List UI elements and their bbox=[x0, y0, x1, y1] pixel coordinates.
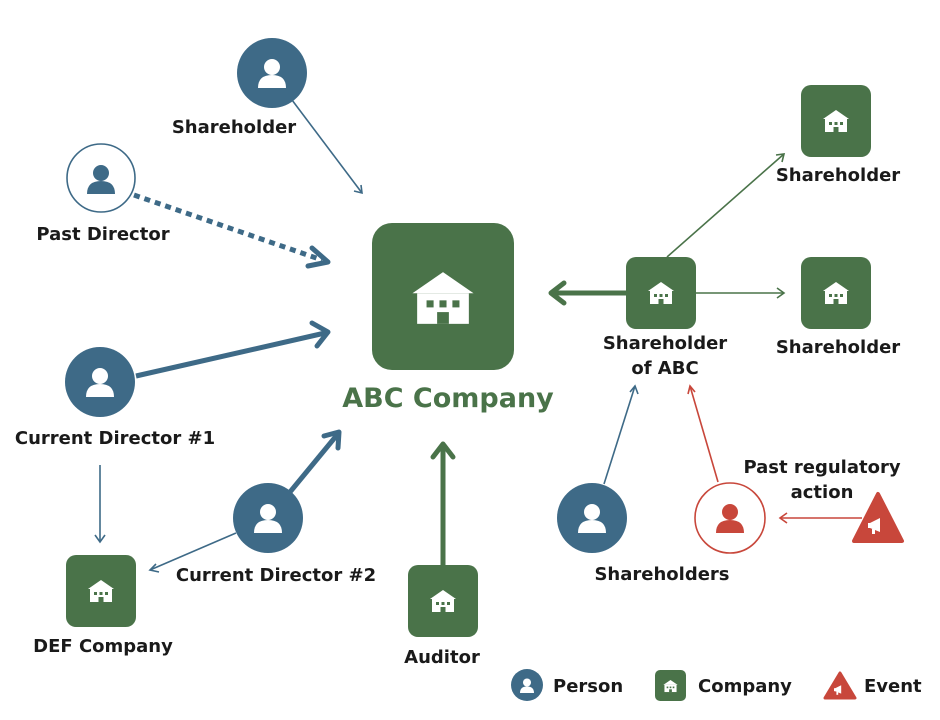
legend-label-person: Person bbox=[553, 676, 623, 697]
edge-past-director-to-abc bbox=[133, 192, 323, 263]
arrowhead bbox=[430, 441, 456, 460]
label-right-shareholder-top: Shareholder bbox=[776, 165, 900, 186]
arrowhead bbox=[778, 512, 788, 524]
label-past-director: Past Director bbox=[36, 224, 169, 245]
arrowhead bbox=[309, 320, 331, 349]
arrowhead bbox=[775, 153, 786, 163]
edge-shareholder-of-abc-to-right-top bbox=[666, 153, 785, 258]
node-past-director bbox=[66, 143, 136, 213]
label-right-shareholder-mid: Shareholder bbox=[776, 337, 900, 358]
node-current-director-1 bbox=[65, 347, 135, 417]
arrowhead bbox=[353, 184, 363, 195]
arrowhead bbox=[629, 384, 639, 395]
edge-regulatory-to-shareholder-of-abc bbox=[689, 385, 719, 483]
arrowhead bbox=[94, 534, 106, 544]
label-current-director-1: Current Director #1 bbox=[15, 428, 215, 449]
label-shareholder-of-abc-line2: of ABC bbox=[631, 358, 698, 379]
megaphone-icon bbox=[868, 518, 880, 534]
edge-current-director-1-to-abc bbox=[135, 330, 326, 379]
arrowhead bbox=[776, 287, 786, 299]
node-right-shareholder-mid bbox=[801, 257, 871, 329]
node-shareholders bbox=[557, 483, 627, 553]
label-past-regulatory-line1: Past regulatory bbox=[743, 457, 900, 478]
arrowhead bbox=[305, 245, 331, 269]
legend: Person Company Event bbox=[511, 669, 922, 701]
label-shareholder-of-abc-line1: Shareholder bbox=[603, 333, 727, 354]
node-def-company bbox=[66, 555, 136, 627]
node-top-shareholder bbox=[237, 38, 307, 108]
edge-current-director-2-to-def bbox=[149, 532, 237, 571]
label-current-director-2: Current Director #2 bbox=[176, 565, 376, 586]
label-shareholders: Shareholders bbox=[594, 564, 729, 585]
edge-top-shareholder-to-abc bbox=[291, 99, 363, 194]
legend-label-company: Company bbox=[698, 676, 792, 697]
edge-shareholders-to-shareholder-of-abc bbox=[603, 385, 636, 485]
label-auditor: Auditor bbox=[404, 647, 480, 668]
node-abc-company bbox=[372, 223, 514, 370]
edges bbox=[94, 99, 862, 573]
label-abc-company: ABC Company bbox=[342, 383, 554, 414]
legend-item-person: Person bbox=[511, 669, 623, 701]
node-shareholder-of-abc bbox=[626, 257, 696, 329]
legend-label-event: Event bbox=[864, 676, 922, 697]
arrowhead bbox=[548, 280, 567, 306]
megaphone-icon bbox=[834, 685, 842, 695]
label-def-company: DEF Company bbox=[33, 636, 173, 657]
arrowhead bbox=[321, 429, 342, 451]
legend-item-event: Event bbox=[823, 671, 922, 700]
legend-item-company: Company bbox=[655, 670, 792, 701]
node-right-shareholder-top bbox=[801, 85, 871, 157]
node-event bbox=[852, 492, 904, 543]
node-current-director-2 bbox=[233, 483, 303, 553]
label-past-regulatory-line2: action bbox=[791, 482, 854, 503]
node-past-regulatory-action bbox=[694, 482, 766, 554]
arrowhead bbox=[148, 563, 160, 573]
node-auditor bbox=[408, 565, 478, 637]
arrowhead bbox=[687, 384, 696, 395]
label-top-shareholder: Shareholder bbox=[172, 117, 296, 138]
edge-current-director-2-to-abc bbox=[288, 433, 339, 494]
